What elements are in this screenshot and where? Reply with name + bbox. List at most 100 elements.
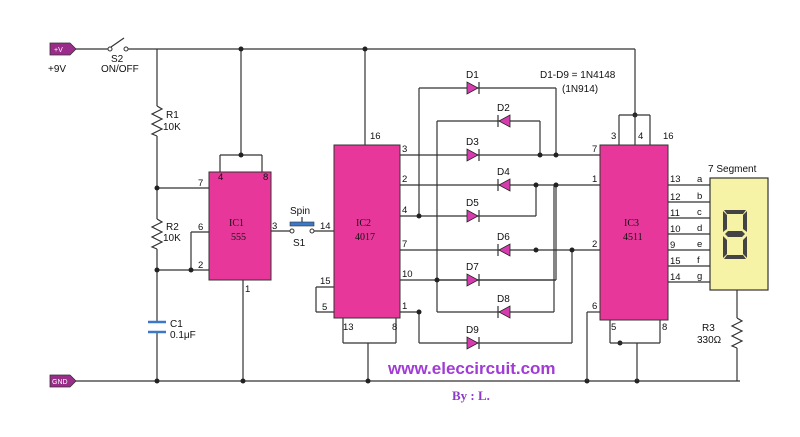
d4-label: D4 [497,167,510,178]
switch-s2 [107,37,129,52]
resistor-r1 [150,105,164,137]
ic2-pin-7: 7 [402,239,407,250]
seg-c-label: c [697,207,702,218]
ic1-pin-2: 2 [198,260,203,271]
s2-name: S2 [111,54,124,65]
d7-label: D7 [466,262,479,273]
ic3-pin-14: 14 [670,272,681,283]
ic1-wires [219,49,290,381]
ic3-pin-15: 15 [670,256,681,267]
diode-note-alt: (1N914) [562,84,598,95]
left-branch-wires [156,49,209,381]
diode-d8 [497,305,511,319]
d8-label: D8 [497,294,510,305]
seg-b-label: b [697,191,702,202]
ic2-pin-1: 1 [402,301,407,312]
d5-label: D5 [466,198,479,209]
ic2-pin-13: 13 [343,322,354,333]
ic3-pin-11: 11 [670,208,680,219]
r3-value: 330Ω [697,335,722,346]
ic2-pin-2: 2 [402,174,407,185]
switch-s1 [289,217,334,234]
ic1-pin-6: 6 [198,222,203,233]
ic2-pin-16: 16 [370,131,381,142]
junction-dots [154,46,640,384]
ic2-pin-15: 15 [320,276,331,287]
diode-d5 [466,209,480,223]
ic3-pin-13: 13 [670,174,681,185]
segment-bus [668,184,710,283]
diode-d3 [466,148,480,162]
ic1-pin-1: 1 [245,284,250,295]
gnd-terminal: GND [49,374,77,388]
diode-d2 [497,114,511,128]
d2-label: D2 [497,103,510,114]
ic2-pin-14: 14 [320,221,331,232]
ic1-pin-7: 7 [198,178,203,189]
ic3-part: 4511 [623,232,643,243]
seg-f-label: f [697,255,700,266]
d6-label: D6 [497,232,510,243]
ic3-wires [586,114,661,381]
ic2-name: IC2 [356,218,371,229]
ic2-wires [315,49,397,381]
supply-voltage-label: +9V [48,64,66,75]
seven-segment-digit [723,210,747,259]
d9-label: D9 [466,325,479,336]
ic1-555-chip [208,171,272,281]
ic3-pin-9: 9 [670,240,675,251]
ic3-pin-12: 12 [670,192,681,203]
diode-matrix-wires [400,87,600,344]
seg-a-label: a [697,174,703,185]
website-url: www.eleccircuit.com [387,359,556,378]
ic3-name: IC3 [624,218,639,229]
ic2-pin-10: 10 [402,269,413,280]
diode-d9 [466,336,480,350]
ic3-pin-3: 3 [611,131,616,142]
ic3-pin-5: 5 [611,322,616,333]
d1-label: D1 [466,70,479,81]
diode-note: D1-D9 = 1N4148 [540,70,616,81]
ic2-pin-5: 5 [322,302,327,313]
capacitor-c1 [148,320,166,334]
ic3-4511-chip [599,144,669,321]
r3-name: R3 [702,323,715,334]
ic3-pin-2: 2 [592,239,597,250]
diode-d1 [466,81,480,95]
ic1-part: 555 [231,232,246,243]
c1-value: 0.1μF [170,330,196,341]
ic2-pin-8: 8 [392,322,397,333]
gnd-terminal-label: GND [52,379,68,386]
resistor-r3 [730,317,744,349]
diode-d4 [497,178,511,192]
ic2-pin-3: 3 [402,144,407,155]
s1-name: S1 [293,238,306,249]
ic1-pin-4: 4 [218,172,223,183]
author-credit: By : L. [452,388,490,403]
ic1-name: IC1 [229,218,244,229]
ic3-pin-4: 4 [638,131,643,142]
r1-value: 10K [163,122,181,133]
segment-title: 7 Segment [708,164,757,175]
r1-name: R1 [166,110,179,121]
vplus-terminal: +V [49,42,77,56]
r2-value: 10K [163,233,181,244]
ic3-pin-1: 1 [592,174,597,185]
ic2-pin-4: 4 [402,205,407,216]
seg-e-label: e [697,239,702,250]
ic3-pin-7: 7 [592,144,597,155]
diode-d7 [466,273,480,287]
vplus-terminal-label: +V [54,47,63,54]
ic1-pin-8: 8 [263,172,268,183]
diode-d6 [497,243,511,257]
resistor-r2 [150,218,164,250]
ic3-pin-16: 16 [663,131,674,142]
r2-name: R2 [166,222,179,233]
s1-title: Spin [290,206,310,217]
ic3-pin-10: 10 [670,224,681,235]
ic3-pin-8: 8 [662,322,667,333]
c1-name: C1 [170,319,183,330]
s2-label: ON/OFF [101,64,139,75]
ic3-pin-6: 6 [592,301,597,312]
